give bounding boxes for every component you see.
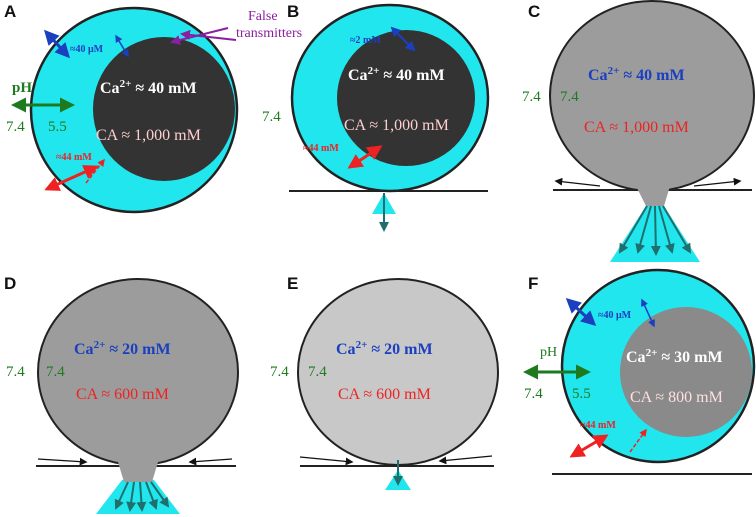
- panel-c-release-arrow-2: [635, 205, 652, 254]
- panel-c-membrane-arrow-left: [554, 177, 601, 187]
- panel-c-release-arrow-3: [650, 205, 661, 256]
- panel-d-vesicle: [37, 278, 239, 466]
- panel-f-ca-transport-arrow-small: [629, 428, 647, 453]
- panel-f-dense-core: [620, 307, 752, 437]
- panel-d-ca-label: CA ≈ 600 mM: [76, 386, 169, 403]
- panel-a-false-label-1: False: [248, 9, 278, 24]
- panel-b-ca-transport-arrow: [347, 145, 383, 169]
- panel-b-ca-transport-label: ≈44 mM: [303, 143, 339, 154]
- panel-c-label: C: [528, 2, 540, 21]
- panel-b-ca2-label: Ca2+ ≈ 40 mM: [348, 65, 445, 84]
- panel-e: E Ca2+ ≈ 20 mM CA ≈ 600 mM 7.4 7.4: [270, 274, 499, 490]
- panel-a-false-label-2: transmitters: [236, 26, 302, 41]
- panel-f-label: F: [528, 274, 538, 293]
- panel-c: C Ca2+ ≈ 40 mM CA ≈ 1,000 mM 7.4 7.4: [522, 0, 755, 262]
- panel-f-ca-label: CA ≈ 800 mM: [630, 389, 723, 406]
- panel-e-membrane-arrow-left: [299, 456, 354, 466]
- panel-c-membrane-arrow-right: [693, 177, 742, 187]
- panel-a-ca-transport-label: ≈44 mM: [56, 152, 92, 163]
- panel-d-release-arrow-3: [136, 481, 147, 512]
- panel-f-ph-inside: 5.5: [572, 386, 591, 402]
- panel-f-ca-transport-label: ≈44 mM: [580, 420, 616, 431]
- panel-b: B Ca2+ ≈ 40 mM CA ≈ 1,000 mM 7.4 ≈2 mM ≈…: [262, 2, 490, 232]
- panel-a-ca-transport-arrow: [44, 165, 99, 191]
- panel-f-ph-title: pH: [540, 345, 557, 360]
- panel-e-label: E: [287, 274, 298, 293]
- panel-c-release-arrow-1: [618, 205, 648, 254]
- panel-b-ca-gradient-arrow: [390, 26, 416, 52]
- panel-c-vesicle: [549, 0, 755, 192]
- panel-f-ca2-label: Ca2+ ≈ 30 mM: [626, 347, 723, 366]
- panel-a-ph-title: pH: [12, 80, 32, 96]
- panel-d-ca2-label: Ca2+ ≈ 20 mM: [74, 339, 171, 358]
- panel-a-ca-gradient-arrow: [43, 29, 71, 59]
- panel-a-ph-inside: 5.5: [48, 119, 67, 135]
- panel-f: F Ca2+ ≈ 30 mM CA ≈ 800 mM pH 7.4 5.5 ≈4…: [523, 268, 756, 475]
- panel-b-dense-core: [337, 30, 475, 166]
- panel-a-ca2-label: Ca2+ ≈ 40 mM: [100, 78, 197, 97]
- panel-d-release-cone: [96, 480, 180, 514]
- panel-e-ca2-label: Ca2+ ≈ 20 mM: [336, 339, 433, 358]
- panel-a-ph-outside: 7.4: [6, 119, 25, 135]
- panel-d-release-arrow-5: [150, 481, 170, 508]
- panel-f-ca-gradient-label: ≈40 μM: [598, 310, 632, 321]
- panel-c-ph-inside: 7.4: [560, 89, 579, 105]
- panel-d-membrane-arrow-left: [37, 457, 88, 466]
- panel-d-ph-inside: 7.4: [46, 364, 65, 380]
- panel-d-release-arrow-4: [145, 481, 158, 510]
- panel-c-release-arrow-5: [662, 205, 692, 254]
- panel-c-release-arrow-4: [658, 205, 675, 254]
- panel-a-dense-core: [93, 37, 235, 181]
- panel-c-ca-label: CA ≈ 1,000 mM: [584, 119, 689, 136]
- panel-e-ca-label: CA ≈ 600 mM: [338, 386, 431, 403]
- panel-d: D Ca2+ ≈ 20 mM CA ≈ 600 mM 7.4 7.4: [4, 274, 239, 514]
- panel-e-ph-outside: 7.4: [270, 364, 289, 380]
- panel-d-label: D: [4, 274, 16, 293]
- panel-a-false-transmitter-arrow-2: [180, 29, 237, 41]
- panel-b-ph-outside: 7.4: [262, 109, 281, 125]
- panel-f-ca-gradient-arrow-small: [641, 298, 655, 328]
- panel-c-fusion-pore: [636, 186, 670, 206]
- panel-d-release-arrow-2: [126, 481, 137, 512]
- panel-d-membrane-arrow-right: [188, 457, 233, 466]
- panel-b-label: B: [287, 2, 299, 21]
- panel-d-ph-outside: 7.4: [6, 364, 25, 380]
- panel-f-ph-outside: 7.4: [524, 386, 543, 402]
- panel-c-ca2-label: Ca2+ ≈ 40 mM: [588, 65, 685, 84]
- panel-d-release-arrow-1: [114, 481, 129, 510]
- panel-a-ca-transport-arrow-small: [85, 158, 105, 184]
- panel-a-ca-gradient-label: ≈40 μM: [70, 44, 104, 55]
- panel-f-ca-gradient-arrow: [565, 297, 597, 327]
- panel-a-label: A: [4, 2, 16, 21]
- panel-a-ca-label: CA ≈ 1,000 mM: [96, 127, 201, 144]
- panel-e-ph-inside: 7.4: [308, 364, 327, 380]
- panel-e-vesicle: [297, 278, 499, 466]
- panel-a: A Ca2+ ≈ 40 mM CA ≈ 1,000 mM pH 7.4 5.5 …: [4, 2, 302, 214]
- panel-e-membrane-arrow-right: [438, 455, 493, 465]
- panel-b-ca-gradient-label: ≈2 mM: [350, 35, 381, 46]
- panel-c-ph-outside: 7.4: [522, 89, 541, 105]
- panel-f-ca-transport-arrow: [569, 434, 609, 458]
- panel-d-fusion-pore: [118, 462, 158, 482]
- panel-a-ca-gradient-arrow-small: [115, 34, 129, 58]
- panel-b-ca-label: CA ≈ 1,000 mM: [344, 117, 449, 134]
